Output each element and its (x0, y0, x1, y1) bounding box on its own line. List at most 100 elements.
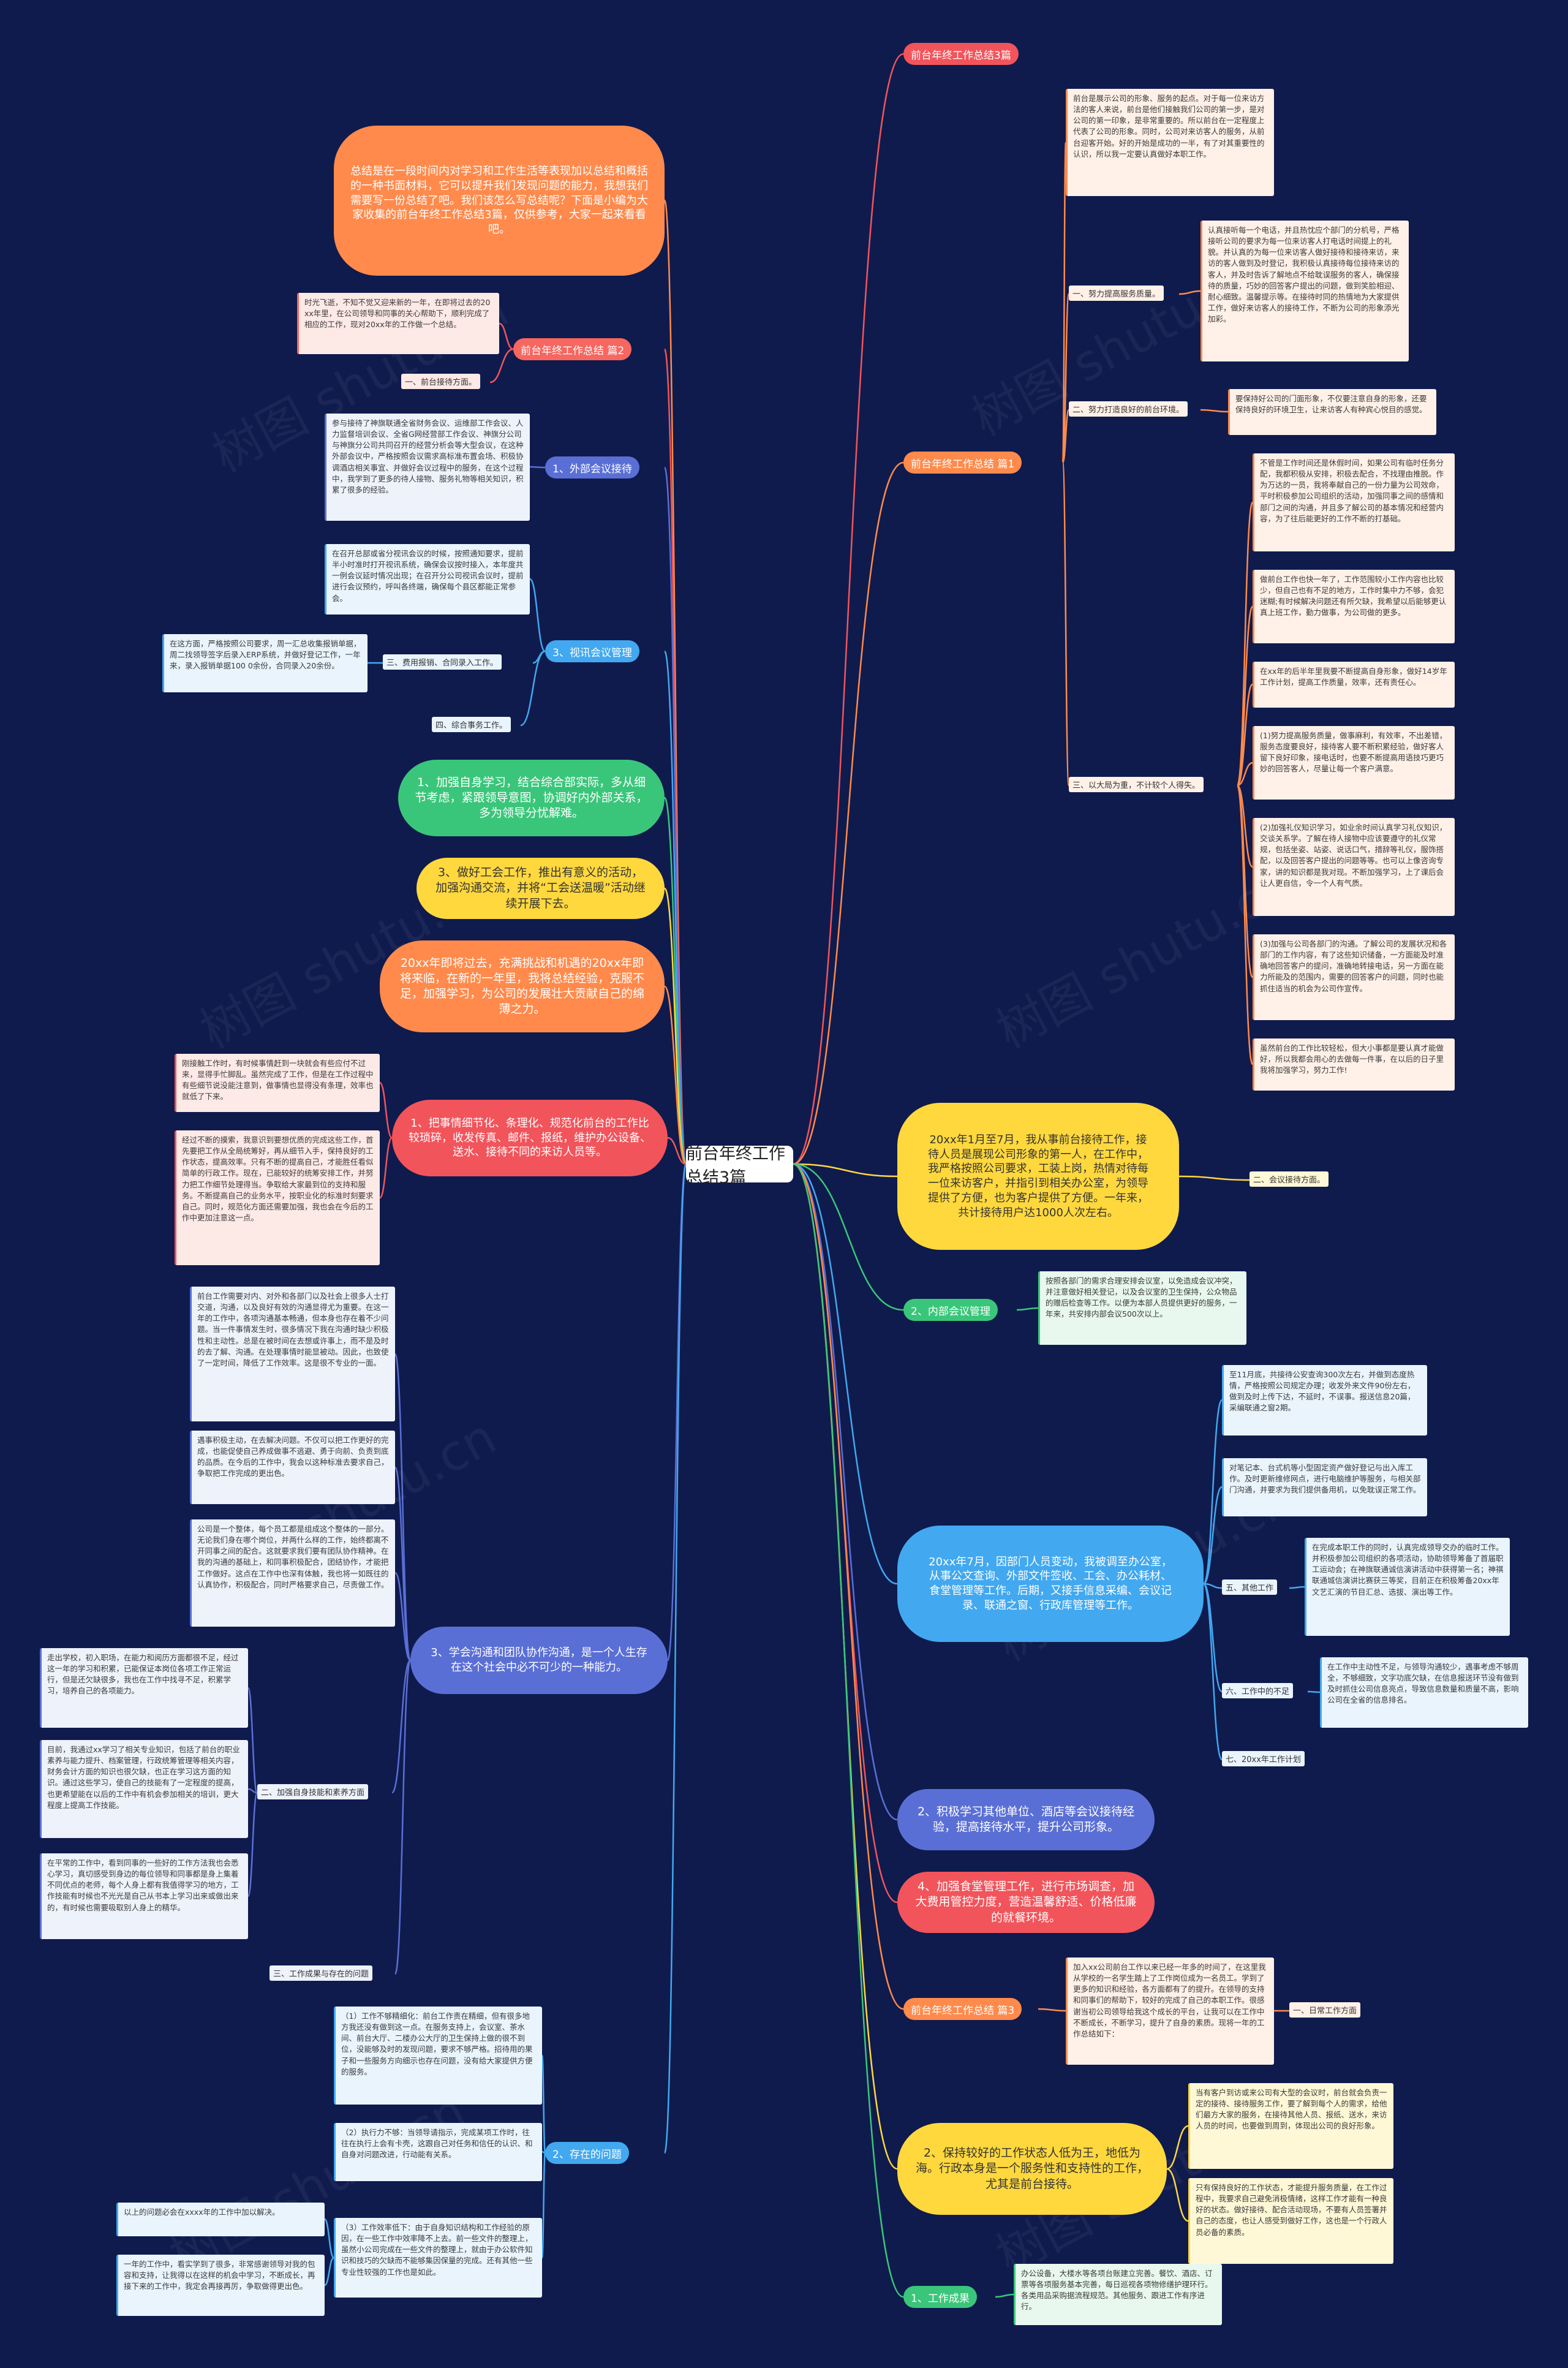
note-shortcomings: 在工作中主动性不足，与领导沟通较少，遇事考虑不够周全，不够细致，文字功底欠缺，在… (1320, 1657, 1528, 1728)
sub-environment: 二、努力打造良好的前台环境。 (1069, 401, 1188, 417)
topic-self-study[interactable]: 1、加强自身学习，结合综合部实际，多从细节考虑，紧跟领导意图，协调好内外部关系，… (398, 760, 665, 836)
topic-outlook[interactable]: 20xx年即将过去，充满挑战和机遇的20xx年即将来临，在新的一年里，我将总结经… (380, 940, 665, 1032)
note-big-picture-4: (1)努力提高服务质量，做事麻利，有效率，不出差错，服务态度要良好，接待客人要不… (1253, 726, 1455, 800)
connector-line-22 (1061, 409, 1070, 464)
connector-line-42 (1038, 2008, 1066, 2012)
note-problem-4: 以上的问题必会在xxxx年的工作中加以解决。 (116, 2203, 325, 2236)
connector-line-55 (379, 1137, 393, 1199)
note-article-3: 加入xx公司前台工作以来已经一年多的时间了，在这里我从学校的一名学生踏上了工作岗… (1066, 1958, 1274, 2065)
topic-union[interactable]: 3、做好工会工作，推出有意义的活动，加强沟通交流，并将“工会送温暖”活动继续开展… (417, 858, 665, 919)
topic-external-meeting[interactable]: 1、外部会议接待 (545, 456, 639, 479)
connector-line-9 (793, 1163, 904, 2298)
note-detail-1: 刚接触工作时，有时候事情赶到一块就会有些应付不过来，显得手忙脚乱。虽然完成了工作… (175, 1054, 380, 1112)
connector-line-2 (793, 1163, 898, 1178)
topic-work-state[interactable]: 2、保持较好的工作状态人低为王，地低为海。行政本身是一个服务性和支持性的工作，尤… (897, 2123, 1167, 2215)
topic-communication[interactable]: 3、学会沟通和团队协作沟通，是一个人生存在这个社会中必不可少的一种能力。 (410, 1627, 668, 1694)
connector-line-66 (541, 2152, 546, 2259)
root-topic[interactable]: 前台年终工作总结3篇 (686, 1144, 793, 1187)
topic-canteen[interactable]: 4、加强食堂管理工作，进行市场调查，加大费用管控力度，营造温馨舒适、价格低廉的就… (897, 1872, 1155, 1933)
sub-meeting-reception: 二、会议接待方面。 (1250, 1171, 1329, 1187)
sub-plan: 七、20xx年工作计划 (1222, 1751, 1305, 1766)
connector-line-4 (793, 1163, 898, 1585)
connector-line-0 (793, 53, 904, 1165)
note-big-picture-3: 在xx年的后半年里我要不断提高自身形象，做好14岁年工作计划，提高工作质量，效率… (1253, 662, 1455, 708)
sub-results-problems: 三、工作成果与存在的问题 (270, 1965, 373, 1981)
topic-reception-jan-jul[interactable]: 20xx年1月至7月，我从事前台接待工作，接待人员是展现公司形象的第一人，在工作… (897, 1103, 1179, 1250)
sub-shortcomings: 六、工作中的不足 (1222, 1683, 1294, 1698)
note-big-picture-1: 不管是工作时间还是休假时间，如果公司有临时任务分配，我都积极从安排，积极去配合，… (1253, 453, 1455, 551)
connector-line-64 (541, 2054, 546, 2154)
connector-line-54 (379, 1081, 393, 1139)
note-detail-2: 经过不断的摸索，我意识到要想优质的完成这些工作，首先要把工作从全局统筹好，再从细… (175, 1130, 380, 1265)
connector-line-63 (247, 1791, 258, 1897)
connector-line-5 (793, 1163, 898, 1821)
sub-service-quality: 一、努力提高服务质量。 (1069, 286, 1164, 301)
connector-line-50 (529, 578, 546, 653)
sub-skill: 二、加强自身技能和素养方面 (257, 1784, 369, 1799)
connector-line-6 (793, 1163, 898, 1904)
note-big-picture-2: 做前台工作也快一年了，工作范围较小工作内容也比较少，但自己也有不足的地方，工作时… (1253, 570, 1455, 643)
connector-line-30 (1236, 784, 1254, 868)
topic-problems[interactable]: 2、存在的问题 (545, 2142, 629, 2164)
topic-article-3[interactable]: 前台年终工作总结 篇3 (903, 1998, 1022, 2020)
connector-line-27 (1236, 605, 1254, 787)
connector-line-16 (663, 985, 687, 1165)
note-environment: 要保持好公司的门面形象，不仅要注意自身的形象，还要保持良好的环境卫生，让来访客人… (1228, 389, 1436, 435)
note-skill-1: 走出学校，初入职场，在能力和阅历方面都很不足，经过这一年的学习和积累，已能保证本… (40, 1648, 248, 1728)
topic-results[interactable]: 1、工作成果 (903, 2286, 977, 2308)
connector-line-13 (663, 650, 687, 1165)
note-office-2: 对笔记本、台式机等小型固定资产做好登记与出入库工作。及时更新维修网点，进行电脑维… (1222, 1458, 1427, 1516)
sub-expense: 三、费用报销、合同录入工作。 (383, 654, 502, 670)
connector-line-58 (394, 1572, 412, 1662)
intro-topic[interactable]: 总结是在一段时间内对学习和工作生活等表现加以总结和概括的一种书面材料，它可以提升… (334, 126, 665, 276)
note-results: 办公设备，大楼水等各项台账建立完善。餐饮、酒店、订票等各项服务基本完善，每日巡视… (1014, 2264, 1222, 2325)
topic-detail-standard[interactable]: 1、把事情细节化、条理化、规范化前台的工作比较琐碎，收发传真、邮件、报纸，维护办… (392, 1100, 668, 1176)
sub-daily-work: 一、日常工作方面 (1289, 2002, 1361, 2018)
note-expense: 在这方面，严格按照公司要求，周一汇总收集报销单据，周二找领导签字后录入ERP系统… (162, 634, 368, 692)
connector-line-62 (247, 1788, 258, 1794)
note-article-1: 前台是展示公司的形象、服务的起点。对于每一位来访方法的客人来说，前台是他们接触我… (1066, 89, 1274, 196)
note-office-1: 至11月底，共接待公安查询300次左右，并做到态度热情，严格按照公司规定办理；收… (1222, 1365, 1427, 1436)
connector-line-34 (1016, 1307, 1039, 1311)
topic-office-transfer[interactable]: 20xx年7月，因部门人员变动，我被调至办公室，从事公文查询、外部文件签收、工会… (897, 1526, 1204, 1642)
connector-line-59 (391, 1659, 412, 1794)
connector-line-1 (793, 461, 904, 1165)
note-problem-1: （1）工作不够精细化：前台工作责在精细，但有很多地方我还没有做到这一点。在服务支… (334, 2007, 542, 2105)
connector-line-17 (667, 1137, 687, 1165)
topic-internal-meeting[interactable]: 2、内部会议管理 (903, 1299, 998, 1321)
note-service-quality: 认真接听每一个电话，并且热忱应个部门的分机号，严格接听公司的要求为每一位来访客人… (1200, 221, 1409, 361)
connector-line-37 (1203, 1583, 1223, 1589)
connector-line-14 (663, 796, 687, 1165)
connector-line-51 (532, 650, 546, 664)
connector-line-10 (663, 199, 687, 1165)
note-video-meeting: 在召开总部或省分视讯会议的时候，按照通知要求，提前半小时准时打开视讯系统，确保会… (325, 544, 530, 615)
note-work-state-2: 只有保持良好的工作状态，才能提升服务质量，在工作过程中，我要求自己避免消极情绪，… (1188, 2178, 1393, 2264)
connector-line-26 (1236, 501, 1254, 787)
topic-learn-others[interactable]: 2、积极学习其他单位、酒店等会议接待经验，提高接待水平，提升公司形象。 (897, 1789, 1155, 1850)
connector-line-68 (323, 2256, 335, 2287)
topic-video-meeting[interactable]: 3、视讯会议管理 (545, 640, 639, 662)
topic-article-1[interactable]: 前台年终工作总结 篇1 (903, 452, 1022, 474)
note-big-picture-6: (3)加强与公司各部门的沟通。了解公司的发展状况和各部门的工作内容，有了这些知识… (1253, 934, 1455, 1020)
sub-other-work: 五、其他工作 (1222, 1579, 1278, 1595)
note-external-meeting: 参与接待了神旗联通全省财务会议、运维部工作会议、人力监督培训会议、全省G网经营部… (325, 414, 530, 521)
connector-line-3 (793, 1163, 904, 1311)
note-communication-3: 公司是一个整体，每个员工都是组成这个整体的一部分。无论我们身在哪个岗位，并两什么… (190, 1519, 395, 1627)
sub-big-picture: 三、以大局为重，不计较个人得失。 (1069, 777, 1204, 792)
connector-line-39 (1202, 1583, 1223, 1761)
connector-line-18 (666, 1163, 687, 1662)
topic-article-2[interactable]: 前台年终工作总结 篇2 (513, 338, 632, 360)
connector-line-48 (489, 348, 514, 384)
topic-article-3-title[interactable]: 前台年终工作总结3篇 (903, 43, 1019, 65)
connector-line-23 (1061, 461, 1070, 787)
connector-line-15 (663, 887, 687, 1165)
connector-line-38 (1202, 1583, 1223, 1693)
connector-line-28 (1236, 683, 1254, 787)
note-skill-3: 在平常的工作中，看到同事的一些好的工作方法我也会悉心学习，真切感受到身边的每位领… (40, 1853, 248, 1939)
connector-line-33 (1178, 1175, 1250, 1181)
note-problem-2: （2）执行力不够：当领导请指示，完成某项工作时，往往在执行上会有卡壳，这跟自己对… (334, 2123, 542, 2181)
connector-line-7 (793, 1163, 904, 2010)
note-skill-2: 目前，我通过xx学习了相关专业知识，包括了前台的职业素养与能力提升、档案管理，行… (40, 1740, 248, 1838)
sub-general-affairs: 四、综合事务工作。 (432, 717, 511, 732)
connector-line-46 (995, 2293, 1014, 2298)
